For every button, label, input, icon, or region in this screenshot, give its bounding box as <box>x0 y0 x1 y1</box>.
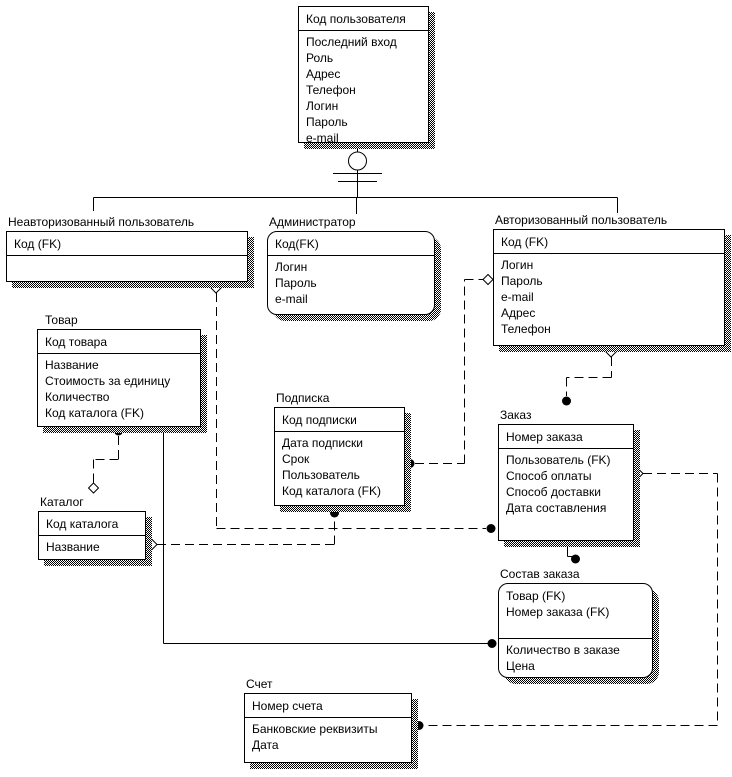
entity-user[interactable]: Код пользователя Последний вход Роль Адр… <box>298 6 435 149</box>
pk-attribute: Код каталога <box>46 517 119 531</box>
attribute: Количество <box>45 390 110 404</box>
entity-name: Авторизованный пользователь <box>495 213 668 227</box>
category-circle-icon <box>348 151 367 171</box>
child-dot-icon <box>562 396 571 406</box>
attribute: Дата составления <box>506 501 607 515</box>
pk-attribute: Код(FK) <box>275 237 319 251</box>
pk-attribute: Товар (FK) <box>506 589 566 603</box>
entity-catalog[interactable]: Каталог Код каталога Название <box>38 495 152 566</box>
attribute: Пароль <box>275 276 317 290</box>
entity-admin[interactable]: Администратор Код(FK) Логин Пароль e-mai… <box>267 215 441 321</box>
attribute: Стоимость за единицу <box>45 374 171 388</box>
attribute: Пользователь <box>282 468 360 482</box>
entity-name: Каталог <box>40 495 84 509</box>
attribute: Количество в заказе <box>506 643 620 657</box>
attribute: e-mail <box>306 131 339 145</box>
attribute: Логин <box>306 99 339 113</box>
pk-attribute: Код товара <box>45 335 108 349</box>
optional-parent-diamond-icon <box>482 273 494 286</box>
rel-catalog-subscription[interactable] <box>146 508 339 551</box>
attribute: Название <box>45 358 99 372</box>
pk-attribute: Код подписки <box>282 413 357 427</box>
category-connector[interactable] <box>93 144 618 214</box>
attribute: Пароль <box>501 274 543 288</box>
pk-attribute: Код (FK) <box>501 235 549 249</box>
entity-name: Счет <box>246 677 273 691</box>
attribute: Телефон <box>501 322 551 336</box>
entity-order[interactable]: Заказ Номер заказа Пользователь (FK) Спо… <box>498 408 640 547</box>
entity-order-item[interactable]: Состав заказа Товар (FK) Номер заказа (F… <box>498 567 659 684</box>
attribute: Название <box>46 540 100 554</box>
attribute: Код каталога (FK) <box>282 484 381 498</box>
rel-catalog-product[interactable] <box>87 426 124 494</box>
optional-parent-diamond-icon <box>87 482 100 494</box>
entity-authorized-user[interactable]: Авторизованный пользователь Код (FK) Лог… <box>493 213 731 352</box>
attribute: Роль <box>306 51 334 65</box>
rel-product-orderitem[interactable] <box>163 427 497 648</box>
attribute: Дата <box>252 738 279 752</box>
child-dot-icon <box>571 554 580 564</box>
attribute: Пароль <box>306 115 348 129</box>
attribute: e-mail <box>275 292 308 306</box>
attribute: Логин <box>501 258 534 272</box>
pk-attribute: Номер счета <box>252 699 323 713</box>
attribute: Последний вход <box>306 35 397 49</box>
pk-attribute: Код пользователя <box>306 12 406 26</box>
pk-attribute: Номер заказа (FK) <box>506 605 610 619</box>
entity-invoice[interactable]: Счет Номер счета Банковские реквизиты Да… <box>244 677 418 769</box>
entity-unauthorized-user[interactable]: Неавторизованный пользователь Код (FK) <box>6 215 254 288</box>
entity-name: Товар <box>45 313 78 327</box>
entity-subscription[interactable]: Подписка Код подписки Дата подписки Срок… <box>274 391 411 512</box>
attribute: Код каталога (FK) <box>45 406 144 420</box>
pk-attribute: Номер заказа <box>506 430 583 444</box>
pk-attribute: Код (FK) <box>14 237 62 251</box>
attribute: Адрес <box>501 306 536 320</box>
child-dot-icon <box>487 639 497 648</box>
attribute: Способ оплаты <box>506 469 592 483</box>
attribute: Адрес <box>306 67 341 81</box>
attribute: Дата подписки <box>282 436 363 450</box>
entity-name: Подписка <box>276 391 330 405</box>
entity-name: Администратор <box>269 215 356 229</box>
attribute: Цена <box>506 659 535 673</box>
entity-product[interactable]: Товар Код товара Название Стоимость за е… <box>37 313 207 433</box>
child-dot-icon <box>486 524 496 533</box>
attribute: Логин <box>275 260 308 274</box>
attribute: Пользователь (FK) <box>506 453 611 467</box>
attribute: Банковские реквизиты <box>252 722 378 736</box>
entity-name: Состав заказа <box>500 567 580 581</box>
entity-name: Неавторизованный пользователь <box>8 215 195 229</box>
attribute: Телефон <box>306 83 356 97</box>
rel-authorized-order[interactable] <box>562 346 617 406</box>
attribute: e-mail <box>501 290 534 304</box>
attribute: Способ доставки <box>506 485 601 499</box>
entity-name: Заказ <box>500 408 532 422</box>
attribute: Срок <box>282 452 310 466</box>
